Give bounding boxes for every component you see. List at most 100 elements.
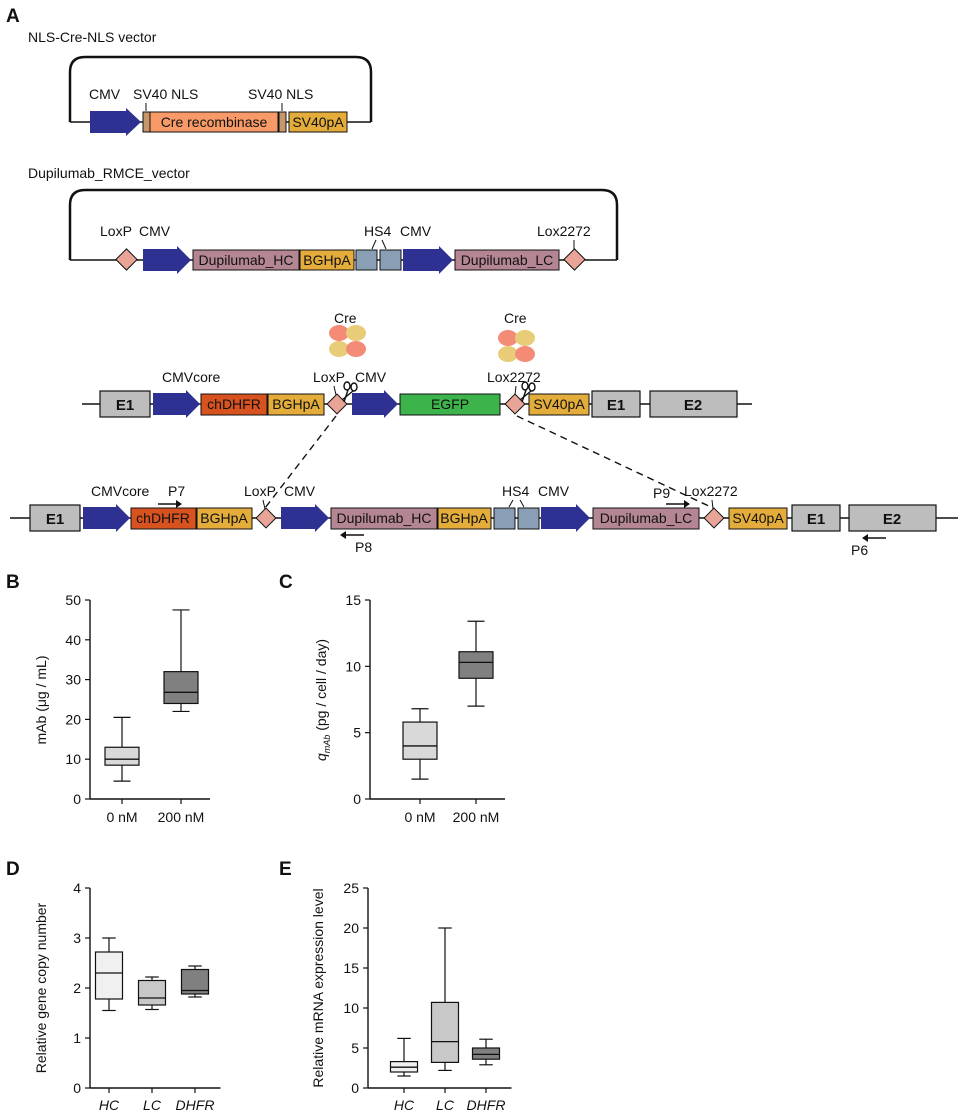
chart-c-ytick-label: 15 [345,592,361,608]
chart-c-ytick-label: 5 [353,725,361,741]
locus-e1b-box [591,390,641,418]
chart-c-ylabel: qmAb (pg / cell / day) [313,639,332,761]
final-cmv2-arrow [541,504,590,532]
vector2-backbone [68,188,619,260]
vector1-sv40pa-label: SV40pA [292,114,344,130]
locus-e2-label: E2 [684,397,702,414]
chart-d-category-label: LC [143,1097,162,1113]
chart-b-ytick-label: 30 [65,672,81,688]
chart-e-ytick-label: 15 [343,960,359,976]
final-hs4-box2 [517,507,540,530]
vector1-cre-label: Cre recombinase [161,114,268,130]
locus-sv40pa-box [528,393,590,416]
vector2-lc-label: Dupilumab_LC [461,252,554,268]
chart-d-category-label: HC [99,1097,120,1113]
chart-c-box [458,651,494,679]
final-bgh1-box [196,507,253,530]
locus-lox2272-diamond [504,393,526,415]
chart-d-ylabel: Relative gene copy number [33,902,49,1073]
recombination-line-right [516,415,714,509]
vector1-cre-box [149,111,279,133]
final-hc-label: Dupilumab_HC [337,510,432,526]
locus-e2-box [649,390,738,418]
final-hs4-leader2 [519,499,525,508]
final-hs4-box1 [493,507,516,530]
final-e1b-label: E1 [807,511,825,528]
final-p8-label: P8 [355,539,372,555]
chart-c-ytick-label: 10 [345,658,361,674]
chart-d-ytick-label: 2 [73,980,81,996]
vector2-hc-label: Dupilumab_HC [199,252,294,268]
final-hs4-label: HS4 [502,483,529,499]
vector1-nls1-label: SV40 NLS [133,86,198,102]
vector2-hs4-box1 [355,249,378,271]
vector1-sv40pa-box [288,111,348,133]
vector1-cmv-label: CMV [89,86,121,102]
final-p6-label: P6 [851,542,868,558]
locus-loxp-label: LoxP [313,369,345,385]
primer-p9-arrow-icon [666,500,690,508]
final-e2-box [848,504,937,532]
vector1-backbone [68,55,373,122]
final-e1b-box [791,504,841,532]
chart-b-ytick-label: 0 [73,791,81,807]
chart-b-category-label: 0 nM [106,809,137,825]
panel-label-c: C [279,572,293,593]
cre-icon-left [329,325,366,357]
chart-c-ylabel-sub: mAb [322,735,332,754]
chart-e-ylabel: Relative mRNA expression level [310,888,326,1087]
locus-egfp-label: EGFP [431,396,469,412]
chart-e-category-label: DHFR [467,1097,506,1113]
final-loxp-leader [262,499,266,510]
chart-b-ylabel: mAb (μg / mL) [33,656,49,745]
locus-e1-label: E1 [116,397,134,414]
vector2-cmv1-label: CMV [139,223,171,239]
chart-d-category-label: DHFR [176,1097,215,1113]
chart-b-category-label: 200 nM [158,809,205,825]
chart-d-ytick-label: 0 [73,1080,81,1096]
locus-lox2272-label: Lox2272 [487,369,541,385]
chart-c-category-label: 0 nM [404,809,435,825]
vector1-nls2-label: SV40 NLS [248,86,313,102]
chart-e-box [430,1001,460,1064]
chart-d-ytick-label: 4 [73,880,81,896]
final-lox2272-diamond [703,507,725,529]
locus-bgh-box [267,393,325,416]
final-p9-label: P9 [653,485,670,501]
final-p7-label: P7 [168,483,185,499]
chart-e-box [471,1047,501,1060]
locus-e1-box [99,390,151,418]
final-lc-box [592,507,700,530]
chart-e-ytick-label: 10 [343,1000,359,1016]
chart-c-box [402,721,438,760]
locus-cmvcore-label: CMVcore [162,369,221,385]
nls-cre-nls-vector: NLS-Cre-NLS vector CMV SV40 NLS SV40 NLS… [28,29,373,136]
vector2-cmv2-arrow [403,246,453,274]
final-cmv2-label: CMV [538,483,570,499]
chart-b-ytick-label: 20 [65,711,81,727]
locus-bgh-label: BGHpA [272,396,320,412]
genomic-locus: Cre Cre [82,310,752,418]
chart-b-ytick-label: 50 [65,592,81,608]
vector2-title: Dupilumab_RMCE_vector [28,165,190,181]
chart-c-ylabel-q: q [313,753,329,761]
final-bgh2-box [437,507,492,530]
final-hc-box [330,507,438,530]
final-cmvcore-label: CMVcore [91,483,150,499]
locus-cmv-arrow [352,390,398,418]
vector1-title: NLS-Cre-NLS vector [28,29,157,45]
vector2-hs4-box2 [379,249,402,271]
chart-b-box [104,746,140,766]
panel-label-e: E [279,859,292,880]
panel-label-b: B [6,572,20,593]
vector2-hs4-leader1 [371,239,377,250]
chart-d-ytick-label: 3 [73,930,81,946]
chart-c-ylabel-rest: (pg / cell / day) [313,639,329,735]
vector2-loxp-label: LoxP [100,223,132,239]
chart-d-box [94,951,124,1000]
vector2-hs4-leader2 [381,239,387,250]
